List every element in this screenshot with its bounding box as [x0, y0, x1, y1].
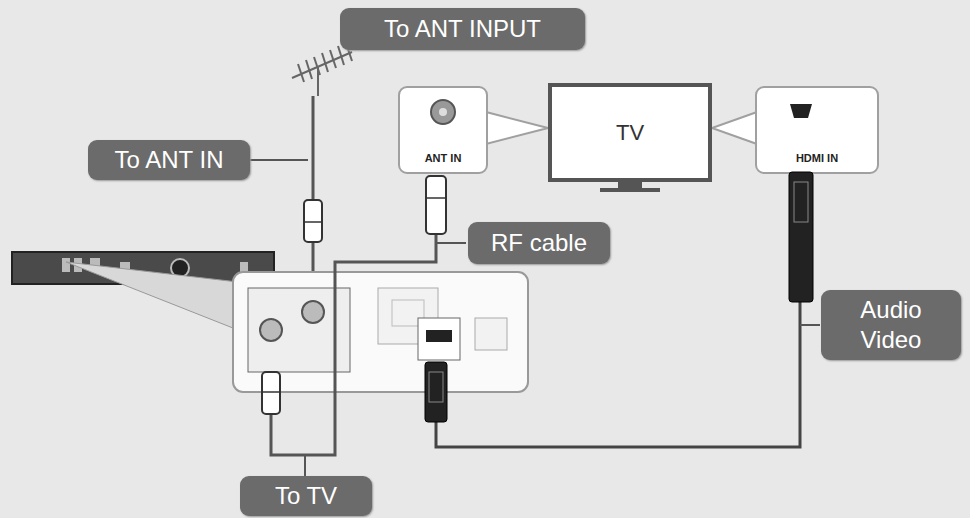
tv-screen: TV	[548, 83, 712, 182]
leader-line	[436, 242, 466, 244]
rf-cable	[271, 232, 436, 455]
callout-bubble: HDMI IN	[755, 86, 879, 174]
leader-line	[250, 159, 308, 161]
node-text: TV	[616, 120, 644, 146]
hdmi-plug	[429, 372, 443, 402]
hdmi-plug	[794, 182, 808, 222]
tv-stand	[618, 182, 642, 188]
leader-line	[304, 455, 306, 476]
node-text: HDMI IN	[796, 152, 838, 164]
antenna-cable	[312, 96, 315, 200]
zoom-wedge	[66, 262, 238, 330]
hdmi-plug	[789, 172, 813, 302]
hdmi-port	[418, 318, 460, 360]
ant-in-port	[302, 301, 324, 323]
optical-port	[475, 318, 507, 350]
callout-bubble: ANT IN	[398, 86, 488, 174]
ant-out-port	[260, 319, 282, 341]
node-text: To TV	[275, 481, 337, 511]
tv-stand	[600, 188, 660, 192]
coax-plug	[426, 176, 446, 234]
antenna	[292, 43, 352, 96]
hdmi-port	[426, 330, 452, 342]
label-pill: Audio Video	[821, 290, 961, 360]
node-text: Audio Video	[831, 295, 951, 355]
node-text: To ANT IN	[115, 145, 224, 175]
coax-plug	[262, 372, 280, 414]
label-pill: To ANT INPUT	[340, 8, 585, 50]
node-text: ANT IN	[425, 152, 462, 164]
node-text: To ANT INPUT	[384, 14, 541, 44]
coax-plug	[304, 221, 322, 223]
leader-line	[800, 324, 820, 326]
callout-tail	[486, 112, 548, 144]
callout-tail	[712, 112, 757, 144]
label-pill: To TV	[240, 476, 372, 516]
label-pill: To ANT IN	[88, 140, 250, 180]
coax-plug	[304, 200, 322, 242]
hdmi-plug	[425, 362, 447, 422]
coax-plug	[426, 197, 446, 199]
coax-plug	[262, 391, 280, 393]
hdmi-cable	[436, 300, 800, 447]
label-pill: RF cable	[468, 222, 610, 264]
node-text: RF cable	[491, 228, 587, 258]
